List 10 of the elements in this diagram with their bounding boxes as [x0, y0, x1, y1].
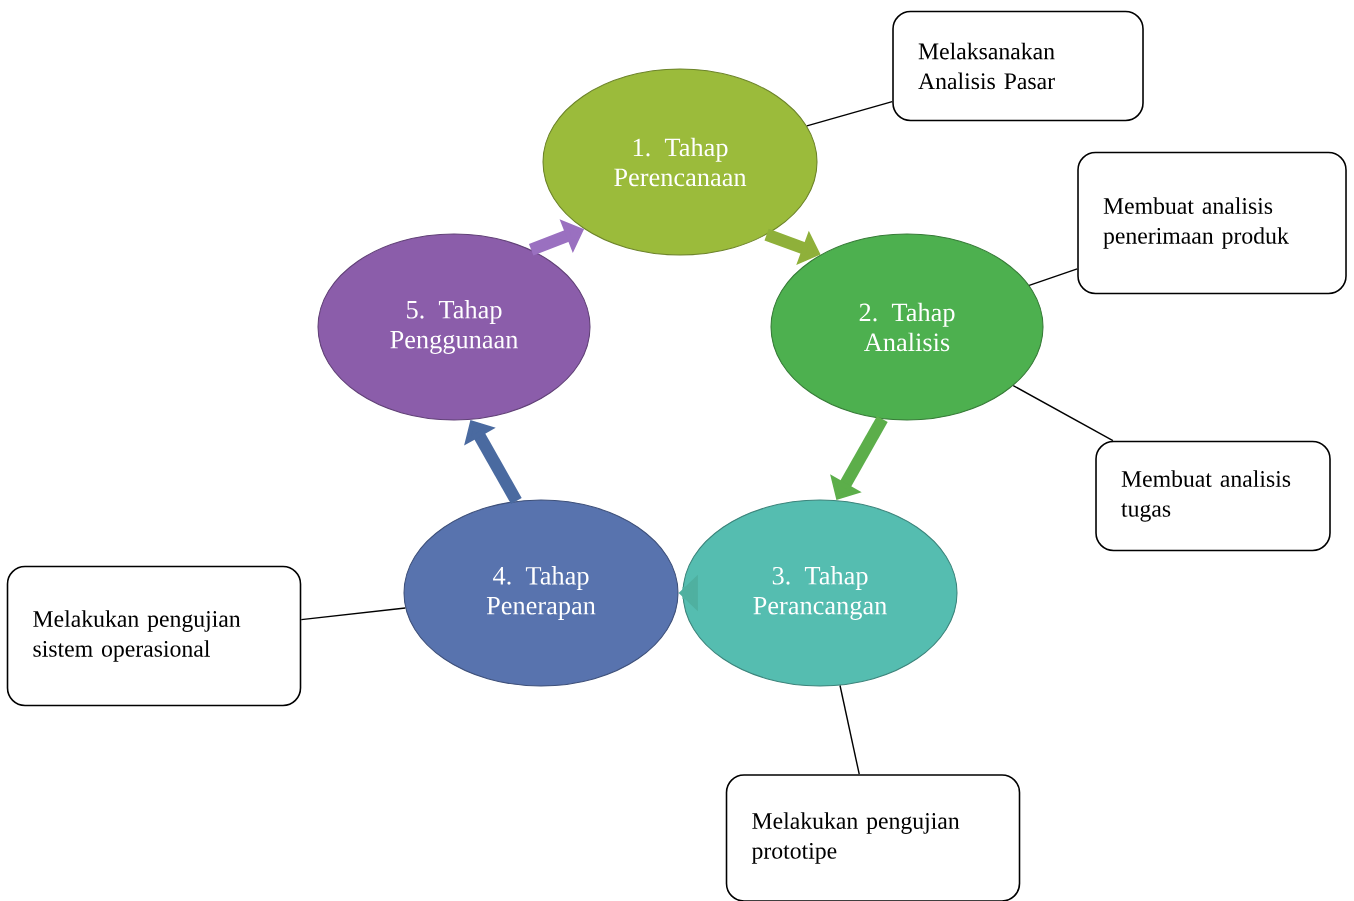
leader-line [839, 684, 860, 775]
callout-box: Melakukan pengujian prototipe [725, 774, 1021, 901]
callout-box: Melaksanakan Analisis Pasar [892, 10, 1144, 122]
leader-line [806, 100, 893, 127]
leader-line [1028, 268, 1078, 286]
callout-box: Membuat analisis tugas [1095, 440, 1331, 552]
leader-line [300, 607, 406, 621]
callout-box: Membuat analisis penerimaan produk [1077, 151, 1347, 295]
leader-line [1012, 384, 1114, 442]
callout-box: Melakukan pengujian sistem operasional [6, 565, 302, 707]
